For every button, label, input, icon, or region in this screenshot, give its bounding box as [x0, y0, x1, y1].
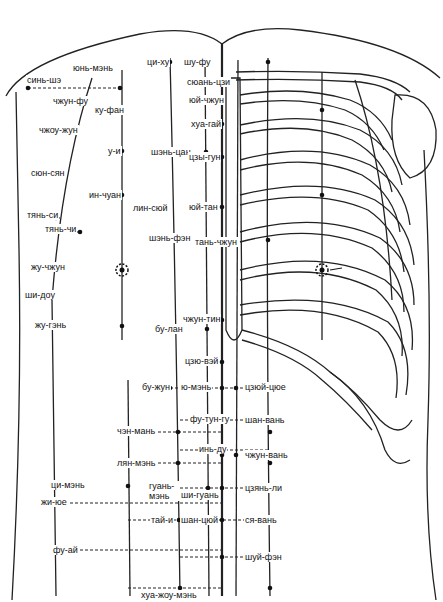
- clavicle: [236, 71, 410, 92]
- point-label: чжун-тин: [182, 314, 221, 324]
- torso-outline: [424, 150, 436, 600]
- point-label: ци-ху: [146, 57, 170, 67]
- point-label: хуа-жоу-мэнь: [140, 590, 198, 600]
- point-label: ю-мэнь: [180, 382, 212, 392]
- clavicle: [236, 79, 402, 100]
- point-label: жу-гэнь: [34, 320, 67, 330]
- point-label: чжун-фу: [52, 96, 89, 106]
- sternum: [226, 78, 242, 340]
- point-label: цзюй-цюе: [244, 382, 287, 392]
- point-label: цзы-гун: [188, 152, 221, 162]
- point-label: ку-фан: [94, 105, 125, 115]
- point-label: юй-чжун: [188, 95, 225, 105]
- point-label: ин-чуан: [88, 190, 122, 200]
- point-label: шэнь-цан: [150, 147, 192, 157]
- point-label: тянь-си: [26, 210, 59, 220]
- point-label: лян-мэнь: [116, 458, 157, 468]
- point-label: ся-вань: [244, 515, 278, 525]
- point-label: тай-и: [150, 515, 174, 525]
- point-label: шан-вань: [244, 415, 286, 425]
- nipple-marker: [116, 264, 342, 276]
- point-label: синь-шэ: [26, 75, 62, 85]
- point-label: тянь-чи: [44, 224, 77, 234]
- point-label: фу-ай: [52, 545, 79, 555]
- point-label: чэн-мань: [116, 426, 156, 436]
- point-label: жи-юе: [40, 497, 68, 507]
- point-label: юй-тан: [188, 202, 219, 212]
- point-label: тань-чжун: [194, 237, 238, 247]
- point-label: шуй-фэн: [244, 552, 283, 562]
- point-label: хуа-гай: [190, 119, 222, 129]
- point-label: чжоу-жун: [38, 125, 79, 135]
- point-label: лин-сюй: [132, 203, 169, 213]
- point-label: ши-доу: [24, 290, 56, 300]
- point-label: юнь-мэнь: [72, 63, 114, 73]
- point-label: сюн-сян: [30, 168, 66, 178]
- point-label: ци-мэнь: [50, 480, 86, 490]
- point-label: ши-гуань: [180, 490, 220, 500]
- point-label: шу-фу: [183, 57, 212, 67]
- acupoint-dots: [26, 60, 325, 591]
- point-label: у-и: [107, 146, 122, 156]
- point-label: гуань-мэнь: [148, 481, 180, 501]
- point-label: цзю-вэй: [184, 356, 219, 366]
- torso-outline: [12, 92, 20, 600]
- point-label: шэнь-фэн: [148, 233, 191, 243]
- point-label: жу-чжун: [30, 262, 66, 272]
- guide-dashes: [28, 88, 270, 588]
- point-label: фу-тун-гу: [189, 414, 230, 424]
- point-label: бу-жун: [141, 382, 171, 392]
- point-label: чжун-вань: [244, 450, 289, 460]
- point-label: инь-ду: [198, 444, 227, 454]
- point-label: цзянь-ли: [244, 483, 283, 493]
- shoulder-joint: [392, 95, 436, 178]
- point-label: сюань-цзи: [186, 77, 231, 87]
- point-label: шан-цюй: [180, 515, 219, 525]
- point-label: бу-лан: [154, 324, 184, 334]
